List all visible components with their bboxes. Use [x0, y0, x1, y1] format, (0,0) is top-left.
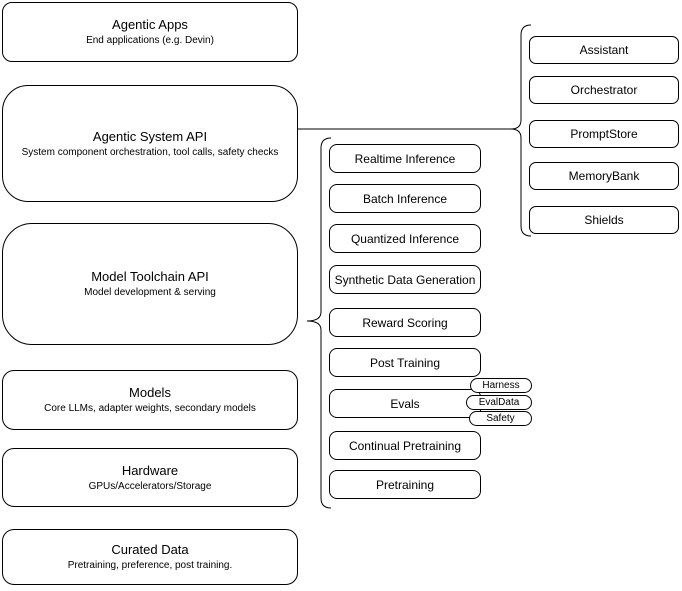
node-model-toolchain-api: Model Toolchain API Model development & …	[2, 223, 298, 345]
node-synthetic-data-generation: Synthetic Data Generation	[329, 265, 481, 294]
node-title: Agentic System API	[92, 128, 208, 144]
node-agentic-apps: Agentic Apps End applications (e.g. Devi…	[2, 2, 298, 62]
node-promptstore: PromptStore	[529, 120, 679, 148]
node-realtime-inference: Realtime Inference	[329, 144, 481, 173]
node-curated-data: Curated Data Pretraining, preference, po…	[2, 529, 298, 585]
node-quantized-inference: Quantized Inference	[329, 224, 481, 253]
node-evals: Evals	[329, 389, 481, 418]
node-memorybank: MemoryBank	[529, 162, 679, 190]
node-continual-pretraining: Continual Pretraining	[329, 431, 481, 460]
node-pretraining: Pretraining	[329, 470, 481, 499]
node-subtitle: Pretraining, preference, post training.	[67, 560, 233, 571]
node-post-training: Post Training	[329, 348, 481, 377]
node-title: Hardware	[121, 462, 179, 478]
brace-toolchain-services	[306, 137, 332, 509]
node-title: Curated Data	[111, 542, 189, 557]
node-reward-scoring: Reward Scoring	[329, 308, 481, 337]
node-batch-inference: Batch Inference	[329, 184, 481, 213]
node-subtitle: End applications (e.g. Devin)	[86, 35, 214, 46]
node-subtitle: Model development & serving	[84, 287, 216, 298]
brace-system-components	[510, 24, 532, 237]
node-hardware: Hardware GPUs/Accelerators/Storage	[2, 448, 298, 507]
node-models: Models Core LLMs, adapter weights, secon…	[2, 370, 298, 430]
node-subtitle: Core LLMs, adapter weights, secondary mo…	[44, 403, 256, 414]
node-shields: Shields	[529, 206, 679, 234]
node-subtitle: GPUs/Accelerators/Storage	[88, 480, 212, 492]
node-subtitle: System component orchestration, tool cal…	[21, 146, 279, 158]
node-title: Model Toolchain API	[91, 269, 209, 284]
tag-evaldata: EvalData	[466, 395, 532, 410]
node-title: Agentic Apps	[112, 17, 188, 32]
node-assistant: Assistant	[529, 36, 679, 64]
node-orchestrator: Orchestrator	[529, 76, 679, 104]
node-title: Models	[129, 385, 171, 400]
tag-safety: Safety	[469, 411, 532, 426]
node-agentic-system-api: Agentic System API System component orch…	[2, 85, 298, 202]
tag-harness: Harness	[470, 378, 532, 393]
